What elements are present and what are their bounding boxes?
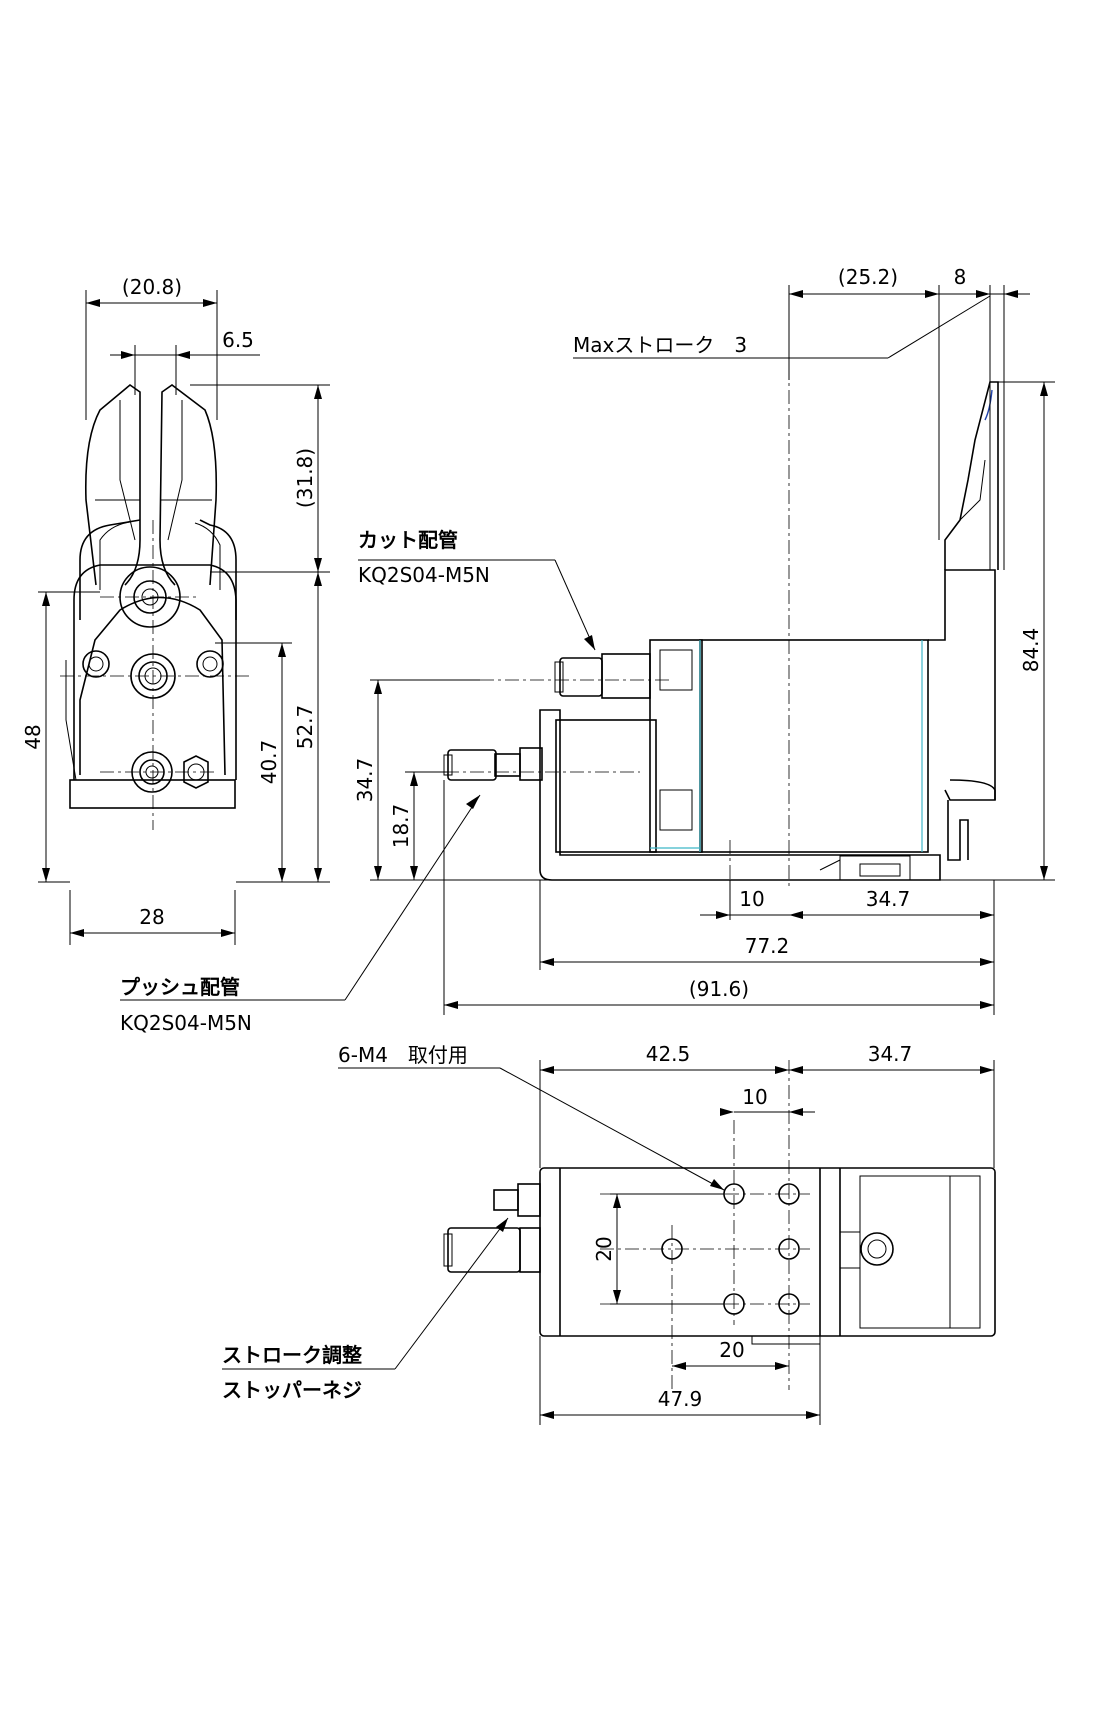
dim-overall-length: (91.6) <box>689 977 749 1001</box>
dim-blade-length: (25.2) <box>838 265 898 289</box>
label-mount-holes: 6-M4 取付用 <box>338 1043 468 1067</box>
label-stopper-line1: ストローク調整 <box>222 1343 362 1367</box>
dim-fitting-height: 40.7 <box>257 740 281 785</box>
dim-base-length: 47.9 <box>658 1387 703 1411</box>
bottom-view-dimensions: 42.5 34.7 10 20 20 47.9 6-M4 取付用 <box>222 1042 995 1425</box>
dim-cut-port-height: 34.7 <box>353 758 377 803</box>
dim-offset-10: 10 <box>739 887 764 911</box>
dim-total-height: 84.4 <box>1019 628 1043 673</box>
dim-blade-width: 8 <box>954 265 967 289</box>
dim-base-width: 28 <box>139 905 164 929</box>
dim-hole-span: 42.5 <box>646 1042 691 1066</box>
label-push-port-part: KQ2S04-M5N <box>120 1011 252 1035</box>
label-max-stroke: Maxストローク 3 <box>573 333 747 357</box>
label-cut-port-part: KQ2S04-M5N <box>358 563 490 587</box>
front-view-dimensions: (20.8) 6.5 (31.8) 48 52.7 40.7 <box>21 275 330 945</box>
dim-hole-pitch-10: 10 <box>742 1085 767 1109</box>
front-view <box>60 383 250 830</box>
label-stopper-line2: ストッパーネジ <box>222 1378 362 1402</box>
dim-jaw-offset: 6.5 <box>222 328 254 352</box>
dim-body-length: 77.2 <box>745 934 790 958</box>
dim-blade-height: (31.8) <box>293 448 317 508</box>
dim-top-width: (20.8) <box>122 275 182 299</box>
dim-bottom-rear-34-7: 34.7 <box>868 1042 913 1066</box>
label-cut-port-title: カット配管 <box>358 528 458 552</box>
dim-body-height: 48 <box>21 724 45 749</box>
bottom-view <box>443 1060 996 1390</box>
label-push-port-title: プッシュ配管 <box>120 975 240 999</box>
dim-hole-pitch-20-h: 20 <box>719 1338 744 1362</box>
dim-hole-pitch-20-v: 20 <box>592 1236 616 1261</box>
side-view <box>380 290 999 890</box>
side-view-dimensions: (25.2) 8 Maxストローク 3 84.4 34.7 18.7 1 <box>120 265 1055 1035</box>
dim-rear-34-7: 34.7 <box>866 887 911 911</box>
dim-push-port-height: 18.7 <box>389 804 413 849</box>
dim-overall-height: 52.7 <box>293 705 317 750</box>
